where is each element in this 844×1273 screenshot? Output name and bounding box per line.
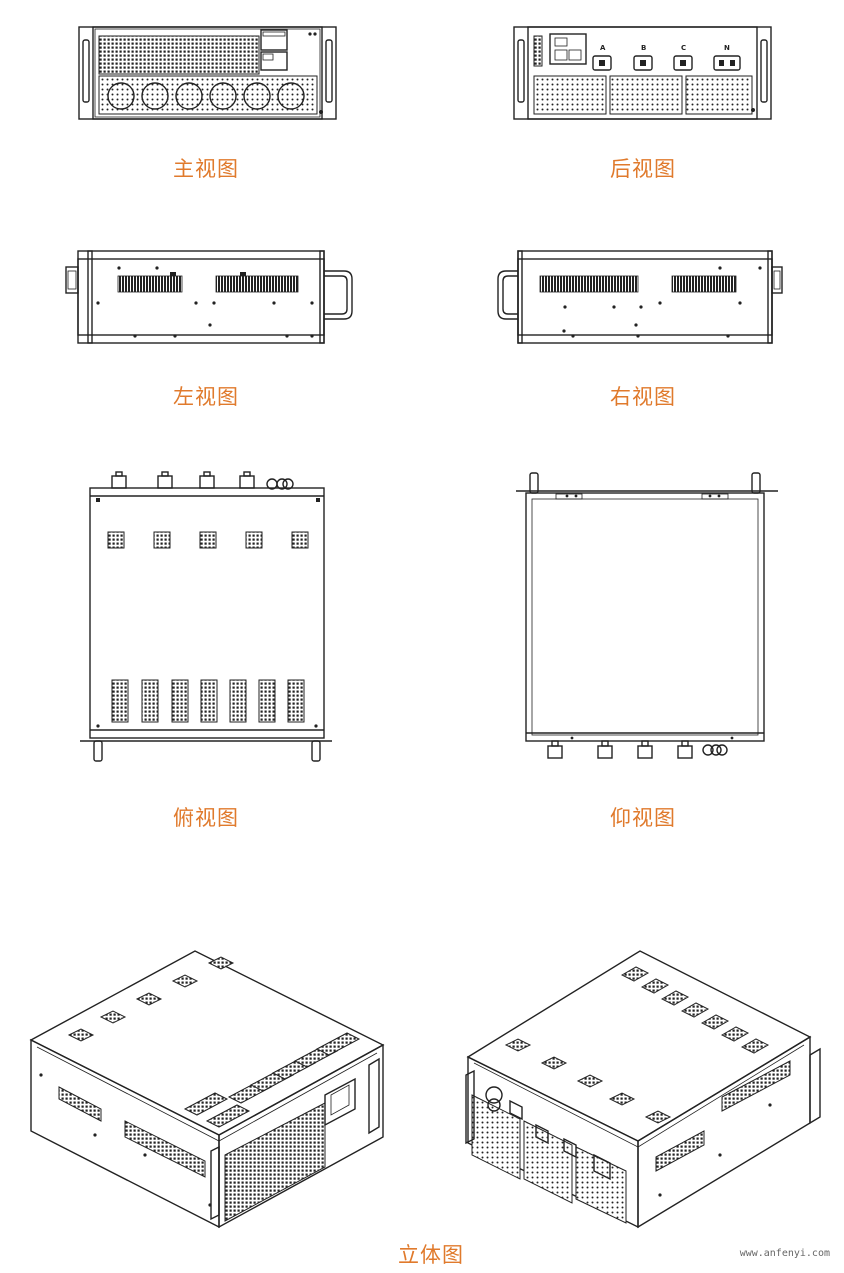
watermark: www.anfenyi.com — [739, 1248, 830, 1259]
rear-terminal-c: C — [681, 44, 686, 52]
rear-terminal-a: A — [600, 44, 606, 52]
rear-view-drawing: A B C N — [513, 26, 772, 120]
bottom-view-label: 仰视图 — [610, 806, 676, 830]
rear-terminal-n: N — [724, 44, 730, 52]
iso-view-label: 立体图 — [398, 1243, 464, 1267]
front-view-label: 主视图 — [173, 157, 239, 181]
left-view-label: 左视图 — [173, 385, 239, 409]
iso-view-rear-drawing — [465, 950, 821, 1229]
right-view-drawing — [497, 250, 783, 344]
bottom-view-drawing — [516, 472, 778, 759]
left-view-drawing — [65, 250, 353, 344]
top-view-label: 俯视图 — [173, 806, 239, 830]
front-view-drawing — [78, 26, 337, 120]
right-view-label: 右视图 — [610, 385, 676, 409]
rear-view-label: 后视图 — [610, 157, 676, 181]
top-view-drawing — [80, 471, 332, 762]
iso-view-front-drawing — [29, 950, 385, 1229]
rear-terminal-b: B — [641, 44, 646, 52]
